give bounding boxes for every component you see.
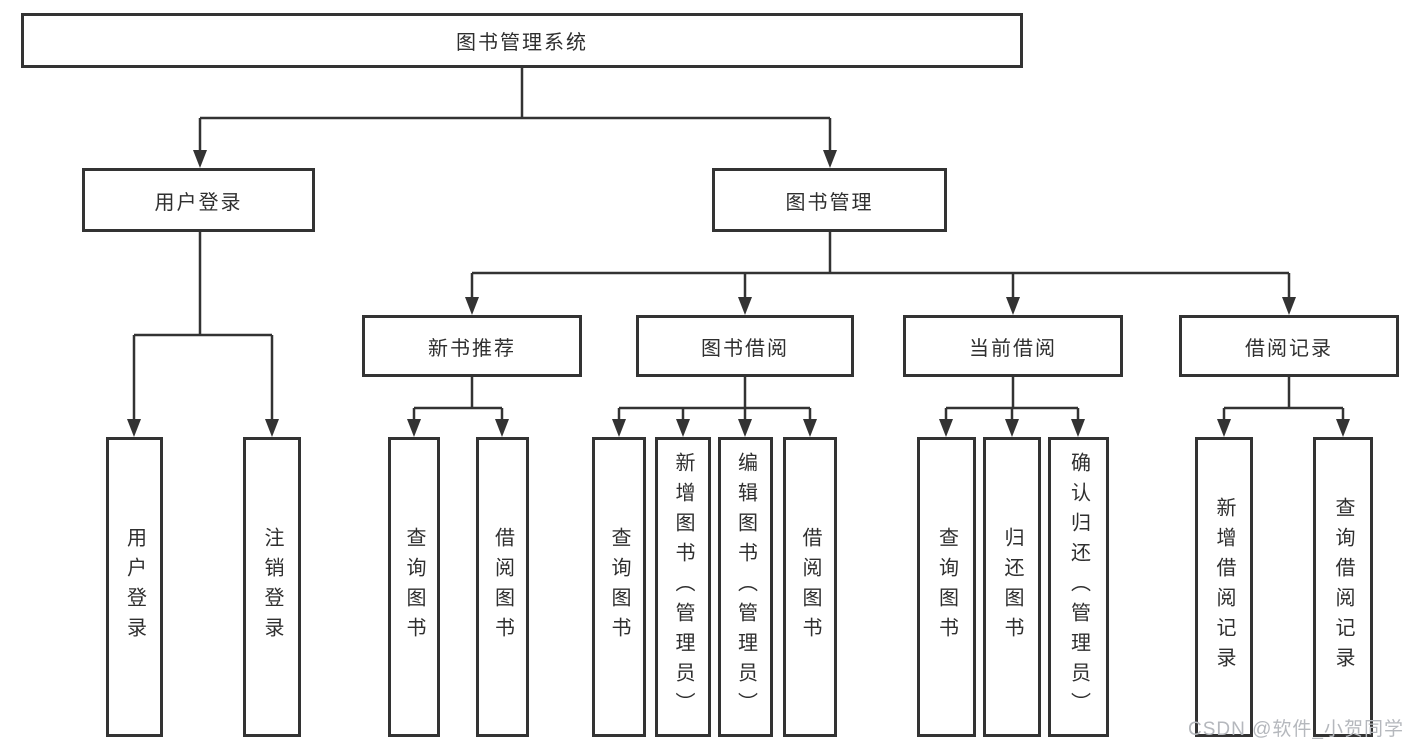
leaf-borrow-books-1: 借阅图书 bbox=[476, 437, 529, 737]
group-current-borrow-label: 当前借阅 bbox=[969, 337, 1057, 360]
user-login-branch-box: 用户登录 bbox=[82, 168, 315, 232]
leaf-edit-book-admin-label: 编辑图书（管理员） bbox=[734, 452, 757, 722]
leaf-add-book-admin-label: 新增图书（管理员） bbox=[672, 452, 694, 722]
leaf-query-books-1: 查询图书 bbox=[388, 437, 440, 737]
leaf-user-login-label: 用户登录 bbox=[123, 527, 146, 647]
leaf-add-borrow-record-label: 新增借阅记录 bbox=[1213, 497, 1235, 677]
leaf-query-books-1-label: 查询图书 bbox=[403, 527, 425, 647]
group-new-book-recommend-label: 新书推荐 bbox=[428, 337, 516, 360]
leaf-logout-label: 注销登录 bbox=[261, 527, 283, 647]
leaf-user-login: 用户登录 bbox=[106, 437, 163, 737]
leaf-query-books-3: 查询图书 bbox=[917, 437, 976, 737]
book-management-branch-box: 图书管理 bbox=[712, 168, 947, 232]
leaf-borrow-books-2-label: 借阅图书 bbox=[799, 527, 821, 647]
leaf-return-book: 归还图书 bbox=[983, 437, 1041, 737]
leaf-add-borrow-record: 新增借阅记录 bbox=[1195, 437, 1253, 737]
leaf-query-books-2: 查询图书 bbox=[592, 437, 646, 737]
root-label: 图书管理系统 bbox=[456, 32, 588, 54]
leaf-confirm-return-admin-label: 确认归还（管理员） bbox=[1067, 452, 1090, 722]
leaf-query-books-3-label: 查询图书 bbox=[935, 527, 958, 647]
watermark: CSDN @软件_小贺同学 bbox=[1188, 719, 1404, 740]
group-book-borrow-box: 图书借阅 bbox=[636, 315, 854, 377]
leaf-logout: 注销登录 bbox=[243, 437, 301, 737]
leaf-edit-book-admin: 编辑图书（管理员） bbox=[718, 437, 773, 737]
user-login-branch-label: 用户登录 bbox=[154, 191, 243, 214]
leaf-confirm-return-admin: 确认归还（管理员） bbox=[1048, 437, 1109, 737]
leaf-add-book-admin: 新增图书（管理员） bbox=[655, 437, 711, 737]
group-current-borrow-box: 当前借阅 bbox=[903, 315, 1123, 377]
leaf-query-books-2-label: 查询图书 bbox=[608, 527, 630, 647]
group-borrow-record-box: 借阅记录 bbox=[1179, 315, 1399, 377]
leaf-borrow-books-1-label: 借阅图书 bbox=[491, 527, 514, 647]
root-box: 图书管理系统 bbox=[21, 13, 1023, 68]
leaf-return-book-label: 归还图书 bbox=[1001, 527, 1023, 647]
group-borrow-record-label: 借阅记录 bbox=[1245, 337, 1333, 360]
book-management-branch-label: 图书管理 bbox=[785, 191, 874, 214]
group-new-book-recommend-box: 新书推荐 bbox=[362, 315, 582, 377]
group-book-borrow-label: 图书借阅 bbox=[701, 337, 789, 360]
leaf-query-borrow-record: 查询借阅记录 bbox=[1313, 437, 1373, 737]
leaf-query-borrow-record-label: 查询借阅记录 bbox=[1332, 497, 1354, 677]
leaf-borrow-books-2: 借阅图书 bbox=[783, 437, 837, 737]
